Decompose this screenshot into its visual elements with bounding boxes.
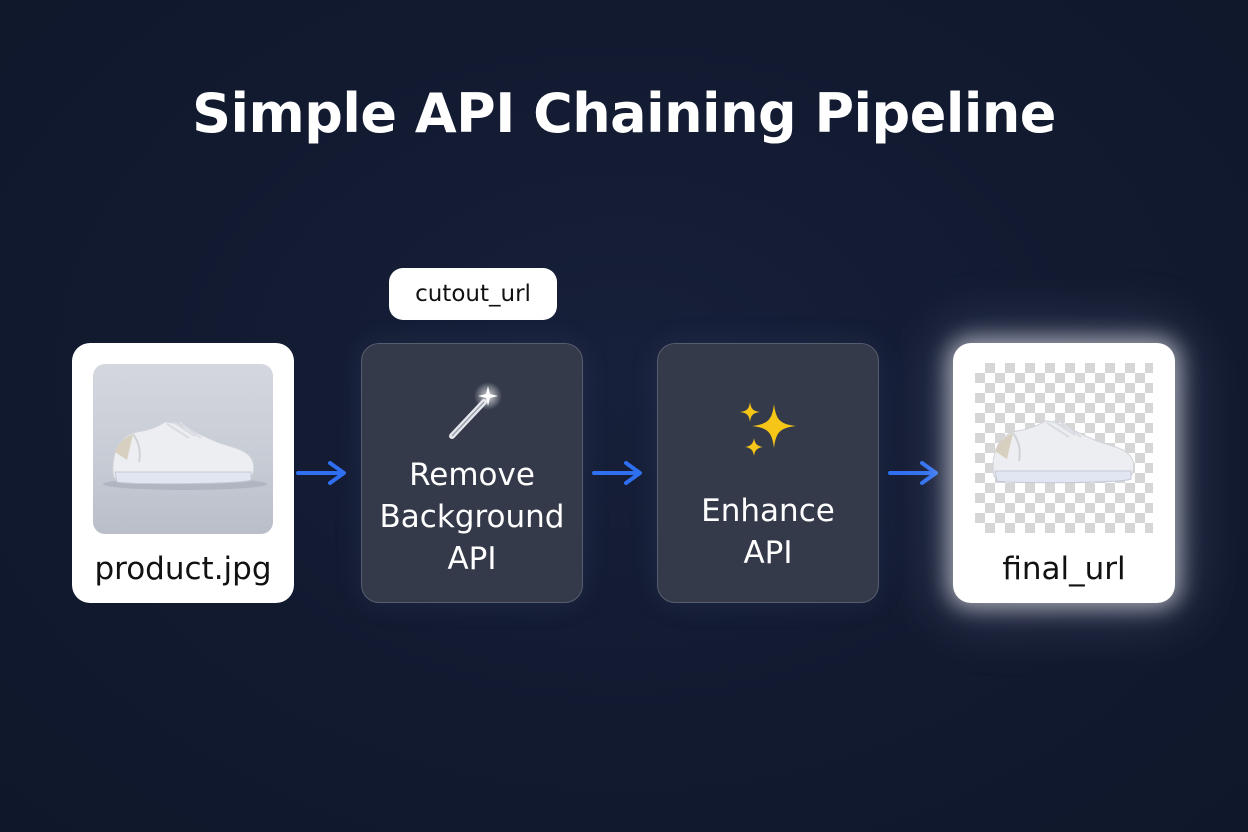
magic-wand-icon — [449, 382, 502, 439]
node-enhance-label-line2: API — [743, 535, 793, 571]
node-enhance-api: Enhance API — [657, 343, 879, 603]
arrow-right-icon — [296, 461, 346, 485]
node-remove-background-label-line3: API — [447, 541, 497, 577]
sparkles-icon — [740, 402, 796, 456]
node-input: product.jpg — [72, 343, 294, 603]
shoe-icon — [103, 421, 267, 490]
arrow-right-icon — [592, 461, 642, 485]
shoe-cutout-icon — [992, 420, 1135, 484]
node-output: final_url — [953, 343, 1175, 603]
arrow-right-icon — [888, 461, 938, 485]
edge-label-cutout-url: cutout_url — [389, 268, 557, 320]
node-output-label: final_url — [1002, 551, 1126, 587]
node-remove-background-api: Remove Background API — [361, 343, 583, 603]
diagram-title: Simple API Chaining Pipeline — [192, 82, 1056, 145]
node-remove-background-label-line1: Remove — [409, 457, 535, 493]
node-enhance-label-line1: Enhance — [701, 493, 835, 529]
node-remove-background-label-line2: Background — [379, 499, 565, 535]
transparent-background — [975, 363, 1153, 533]
node-input-label: product.jpg — [94, 551, 272, 587]
product-photo — [93, 364, 273, 534]
